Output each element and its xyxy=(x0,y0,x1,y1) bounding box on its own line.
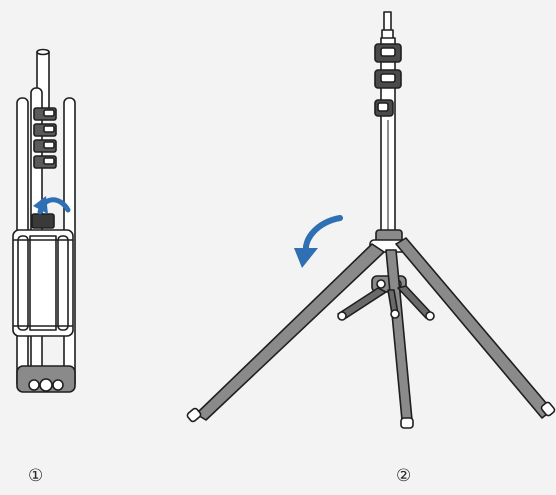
tripod-leg-left xyxy=(186,243,385,423)
tripod-leg-right xyxy=(395,237,556,419)
folded-tripod xyxy=(12,48,76,393)
open-tripod xyxy=(186,11,556,429)
rotate-down-arrow-icon xyxy=(294,215,343,268)
spigot xyxy=(383,11,392,33)
step-1-label: ① xyxy=(28,466,44,486)
step-2-label: ② xyxy=(396,466,412,486)
lock-lever xyxy=(31,213,55,229)
rotate-arrow-icon xyxy=(33,196,71,215)
